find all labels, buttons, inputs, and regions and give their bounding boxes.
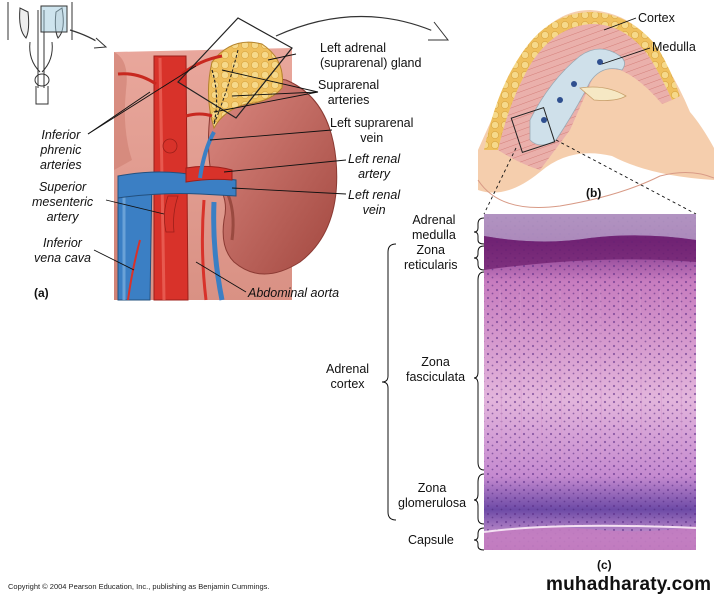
label-line: arteries bbox=[40, 158, 82, 172]
label-line: mesenteric bbox=[32, 195, 94, 209]
label-line: glomerulosa bbox=[398, 496, 467, 510]
label-line: Inferior bbox=[43, 236, 82, 250]
capsule-fat bbox=[484, 12, 680, 150]
label-line: Zona bbox=[421, 355, 450, 369]
label-inferior-phrenic-arteries: Inferior phrenic arteries bbox=[40, 128, 82, 173]
label-line: vein bbox=[360, 131, 384, 145]
label-adrenal-medulla: Adrenal medulla bbox=[412, 213, 456, 243]
label-zona-fasciculata: Zona fasciculata bbox=[406, 355, 465, 385]
label-line: (suprarenal) gland bbox=[320, 56, 422, 70]
label-left-adrenal-gland: Left adrenal (suprarenal) gland bbox=[320, 41, 421, 71]
label-line: vein bbox=[362, 203, 386, 217]
label-line: medulla bbox=[412, 228, 456, 242]
label-line: Left renal bbox=[348, 152, 401, 166]
label-line: fasciculata bbox=[406, 370, 466, 384]
label-cortex: Cortex bbox=[638, 11, 675, 25]
label-line: Suprarenal bbox=[318, 78, 380, 92]
label-suprarenal-arteries: Suprarenal arteries bbox=[318, 78, 379, 108]
copyright-notice: Copyright © 2004 Pearson Education, Inc.… bbox=[8, 582, 270, 591]
zoom-box-thumbnail bbox=[40, 5, 68, 33]
watermark: muhadharaty.com bbox=[546, 574, 712, 595]
zoom-box-a bbox=[177, 17, 293, 119]
label-line: Left suprarenal bbox=[330, 116, 414, 130]
label-left-renal-vein: Left renal vein bbox=[348, 188, 400, 218]
label-line: Inferior bbox=[41, 128, 81, 142]
label-left-suprarenal-vein: Left suprarenal vein bbox=[330, 116, 413, 146]
histology-micrograph bbox=[483, 214, 697, 550]
label-line: reticularis bbox=[404, 258, 458, 272]
label-line: vena cava bbox=[34, 251, 91, 265]
label-capsule: Capsule bbox=[408, 533, 454, 547]
label-line: Zona bbox=[416, 243, 446, 257]
label-line: cortex bbox=[330, 377, 365, 391]
panel-tag-c: (c) bbox=[597, 558, 612, 572]
label-line: artery bbox=[358, 167, 391, 181]
label-line: Zona bbox=[417, 481, 447, 495]
label-line: Left renal bbox=[348, 188, 401, 202]
label-line: phrenic bbox=[40, 143, 82, 157]
brackets-c bbox=[381, 217, 485, 551]
medulla-layer bbox=[529, 48, 625, 146]
zoom-arrow-b bbox=[275, 15, 441, 37]
label-line: arteries bbox=[327, 93, 370, 107]
label-line: artery bbox=[46, 210, 79, 224]
label-inferior-vena-cava: Inferior vena cava bbox=[34, 236, 91, 266]
panel-tag-a: (a) bbox=[34, 286, 49, 300]
leader-lines-b bbox=[483, 17, 697, 215]
anatomy-illustration bbox=[114, 41, 338, 301]
label-adrenal-cortex: Adrenal cortex bbox=[326, 362, 369, 392]
label-line: Left adrenal bbox=[320, 41, 387, 55]
label-left-renal-artery: Left renal artery bbox=[348, 152, 400, 182]
label-abdominal-aorta: Abdominal aorta bbox=[248, 286, 340, 300]
label-line: Adrenal bbox=[412, 213, 456, 227]
adrenal-cross-section bbox=[477, 10, 714, 209]
label-line: Superior bbox=[38, 180, 87, 194]
panel-tag-b: (b) bbox=[586, 186, 602, 200]
leader-lines-a bbox=[87, 53, 347, 293]
label-zona-glomerulosa: Zona glomerulosa bbox=[398, 481, 466, 511]
label-medulla: Medulla bbox=[652, 40, 696, 54]
body-outline-thumbnail bbox=[7, 2, 73, 105]
zoom-box-b bbox=[510, 106, 556, 154]
label-zona-reticularis: Zona reticularis bbox=[404, 243, 458, 273]
label-superior-mesenteric-artery: Superior mesenteric artery bbox=[32, 180, 93, 225]
label-line: Adrenal bbox=[326, 362, 370, 376]
